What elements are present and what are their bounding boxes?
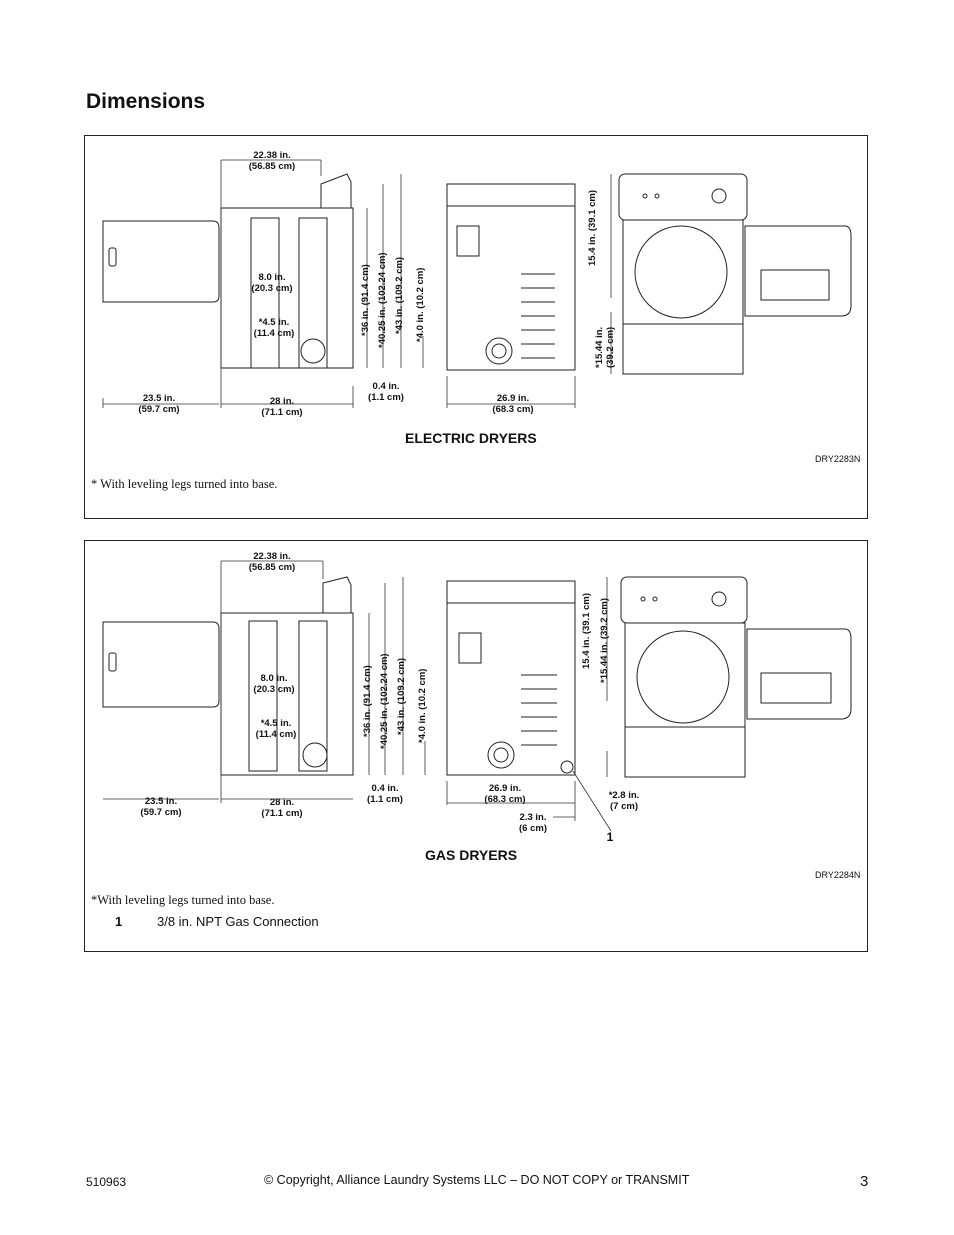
legend-number: 1: [115, 914, 123, 929]
dim-vent-offset: *4.5 in. (11.4 cm): [253, 317, 295, 339]
page-number: 3: [860, 1173, 869, 1190]
electric-dryers-figure: 22.38 in. (56.85 cm) 23.5 in. (59.7 cm) …: [84, 135, 868, 519]
dim-back-width: 26.9 in. (68.3 cm): [484, 783, 526, 805]
electric-dryer-drawing: [102, 159, 852, 408]
dim-top-width: 22.38 in. (56.85 cm): [248, 551, 296, 573]
dim-height-36: *36 in. (91.4 cm): [362, 665, 373, 737]
dim-height-4: *4.0 in. (10.2 cm): [415, 267, 426, 342]
dim-height-43: *43 in. (109.2 cm): [394, 256, 405, 334]
dim-height-15-4: 15.4 in. (39.1 cm): [587, 189, 598, 266]
dim-height-15-4: 15.4 in. (39.1 cm): [581, 592, 592, 669]
gas-note: *With leveling legs turned into base.: [91, 893, 275, 907]
dim-vent-height: 8.0 in. (20.3 cm): [251, 272, 293, 294]
dim-gas-offset: 2.3 in. (6 cm): [519, 812, 547, 834]
dim-leg-gap: 0.4 in. (1.1 cm): [367, 783, 403, 805]
page-title: Dimensions: [86, 90, 206, 113]
gas-connection-callout: 1: [606, 830, 614, 844]
gas-figure-code: DRY2284N: [815, 870, 861, 880]
electric-figure-code: DRY2283N: [815, 454, 861, 464]
document-number: 510963: [86, 1175, 127, 1189]
dim-height-15-44: *15.44 in. (39.2 cm): [599, 597, 610, 683]
dim-height-36: *36 in. (91.4 cm): [360, 264, 371, 336]
electric-note: * With leveling legs turned into base.: [91, 477, 278, 491]
dim-height-4: *4.0 in. (10.2 cm): [417, 668, 428, 743]
dim-depth: 28 in. (71.1 cm): [261, 797, 303, 819]
copyright-notice: © Copyright, Alliance Laundry Systems LL…: [264, 1173, 690, 1187]
gas-dryers-figure: 22.38 in. (56.85 cm) 23.5 in. (59.7 cm) …: [84, 540, 868, 952]
dim-top-width: 22.38 in. (56.85 cm): [248, 150, 296, 172]
dim-depth: 28 in. (71.1 cm): [261, 396, 303, 418]
dim-vent-height: 8.0 in. (20.3 cm): [253, 673, 295, 695]
electric-caption: ELECTRIC DRYERS: [405, 430, 537, 446]
dim-door-width: 23.5 in. (59.7 cm): [140, 796, 182, 818]
legend-text: 3/8 in. NPT Gas Connection: [157, 914, 319, 929]
dim-leg-gap: 0.4 in. (1.1 cm): [368, 381, 404, 403]
dim-door-width: 23.5 in. (59.7 cm): [138, 393, 180, 415]
dim-vent-offset: *4.5 in. (11.4 cm): [255, 718, 297, 740]
dim-height-40: *40.25 in. (102.24 cm): [377, 252, 388, 348]
dim-back-width: 26.9 in. (68.3 cm): [492, 393, 534, 415]
gas-caption: GAS DRYERS: [425, 847, 518, 863]
dim-height-15-44: *15.44 in. (39.2 cm): [594, 326, 616, 368]
dim-gas-height: *2.8 in. (7 cm): [608, 790, 640, 812]
gas-dryer-drawing: [102, 560, 852, 832]
dim-height-43: *43 in. (109.2 cm): [396, 657, 407, 735]
dim-height-40: *40.25 in. (102.24 cm): [379, 653, 390, 749]
